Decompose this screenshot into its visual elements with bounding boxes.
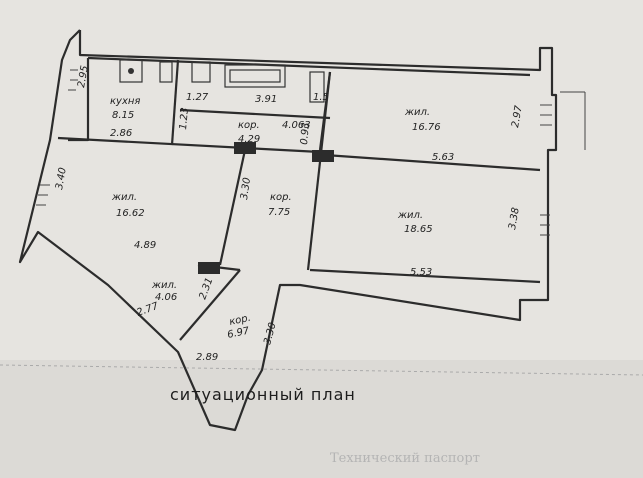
door-blocks bbox=[198, 142, 334, 274]
living-tr-dim-right: 2.97 bbox=[510, 104, 525, 128]
separator-line bbox=[0, 364, 643, 376]
bottom-faded-text: Технический паспорт bbox=[330, 451, 480, 466]
kitchen-dim-top: 2.95 bbox=[76, 65, 91, 89]
living-br-name: жил. bbox=[397, 210, 423, 221]
corridor-bottom-dim-bottom: 2.89 bbox=[196, 352, 218, 363]
corridor-top-dim: 4.063 bbox=[282, 120, 311, 131]
window-hatches bbox=[36, 69, 586, 236]
plan-caption: ситуационный план bbox=[170, 385, 356, 404]
living-left-dim-diag: 4.89 bbox=[134, 240, 156, 251]
living-left-dim-left: 3.40 bbox=[54, 167, 69, 191]
living-tr-area: 16.76 bbox=[412, 122, 441, 133]
kitchen-name: кухня bbox=[110, 96, 140, 107]
living-tr-dim-bottom: 5.63 bbox=[432, 152, 454, 163]
room-bath: 1.27 3.91 1.5 bbox=[186, 92, 329, 105]
corridor-mid-name: кор. bbox=[270, 192, 292, 203]
corridor-top-name: кор. bbox=[238, 120, 260, 131]
paper-shade bbox=[0, 360, 643, 478]
corridor-bottom-name: кор. bbox=[228, 313, 252, 328]
corridor-bottom-area: 6.97 bbox=[226, 325, 251, 341]
corridor-top-dim-left: 1.23 bbox=[178, 107, 191, 130]
bath-dim-top: 3.91 bbox=[255, 94, 277, 105]
kitchen-area: 8.15 bbox=[112, 110, 134, 121]
bath-dim-left: 1.27 bbox=[186, 92, 209, 103]
living-tr-name: жил. bbox=[404, 107, 430, 118]
living-br-dim-bottom: 5.53 bbox=[410, 267, 432, 278]
living-br-area: 18.65 bbox=[404, 224, 433, 235]
small-room-area: 4.06 bbox=[155, 292, 177, 303]
corridor-top-dim-small: 0.93 bbox=[299, 122, 312, 145]
corridor-mid-dim: 3.30 bbox=[239, 177, 253, 201]
room-corridor-top: кор. 4.29 4.063 0.93 1.23 bbox=[178, 107, 312, 145]
corridor-mid-area: 7.75 bbox=[268, 207, 290, 218]
living-left-name: жил. bbox=[111, 192, 137, 203]
living-left-area: 16.62 bbox=[116, 208, 145, 219]
room-kitchen: кухня 8.15 2.95 2.86 bbox=[76, 65, 140, 139]
kitchen-dim-bottom: 2.86 bbox=[110, 128, 132, 139]
room-living-left: жил. 16.62 3.40 4.89 bbox=[54, 167, 156, 251]
bath-dim-side: 1.5 bbox=[313, 92, 329, 103]
living-br-dim-right: 3.38 bbox=[507, 207, 522, 231]
room-living-bottom-right: жил. 18.65 3.38 5.53 bbox=[397, 207, 522, 278]
corridor-top-area: 4.29 bbox=[238, 134, 260, 145]
small-room-name: жил. bbox=[151, 280, 177, 291]
room-living-top-right: жил. 16.76 2.97 5.63 bbox=[404, 104, 525, 163]
room-corridor-mid: кор. 7.75 3.30 bbox=[239, 177, 292, 218]
bathroom-fixtures bbox=[119, 59, 325, 103]
